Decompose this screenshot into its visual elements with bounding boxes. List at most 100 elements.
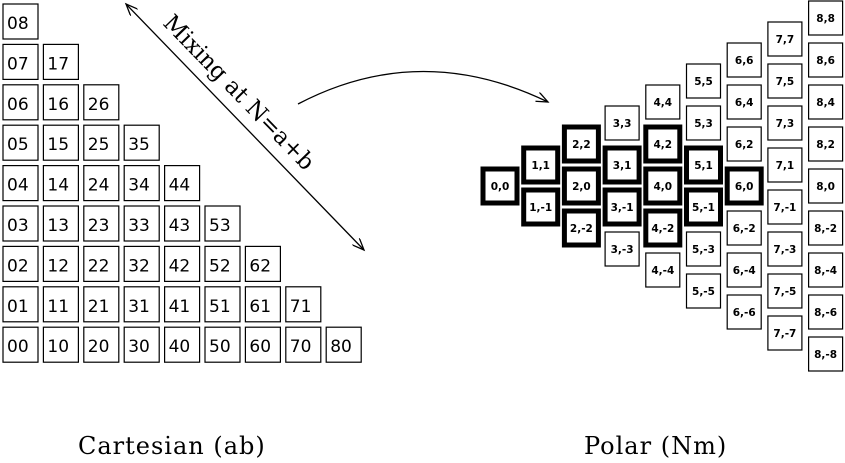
polar-cell-box: [807, 252, 844, 288]
cartesian-cell-label: 22: [88, 256, 110, 276]
polar-cell-label: 8,2: [816, 139, 835, 151]
cartesian-cell-box: [123, 286, 160, 323]
cartesian-cell-box: [2, 245, 39, 282]
cartesian-cell-box: [83, 165, 120, 202]
cartesian-cell-label: 80: [330, 337, 352, 357]
cartesian-cell-box: [164, 326, 201, 363]
cartesian-cell-box: [204, 326, 241, 363]
polar-cell-box: [685, 63, 722, 99]
polar-cell: 8,-4: [807, 252, 844, 288]
cartesian-cell-label: 17: [47, 54, 69, 74]
polar-cell-box-highlighted: [684, 145, 723, 185]
polar-cell-label: 4,2: [653, 139, 672, 151]
cartesian-cell: 05: [2, 124, 39, 161]
polar-cell-box-highlighted: [521, 145, 561, 185]
cartesian-cell-label: 51: [209, 297, 231, 317]
polar-cell: 5,-1: [684, 187, 723, 227]
polar-cell: 5,5: [685, 63, 722, 99]
polar-cell-box: [726, 126, 762, 162]
cartesian-cell: 70: [285, 326, 322, 363]
polar-cell-label: 5,1: [694, 160, 713, 172]
cartesian-cell-label: 24: [88, 176, 110, 196]
polar-cell: 7,-1: [767, 189, 803, 225]
polar-cell-box-highlighted: [602, 187, 642, 227]
polar-cell-label: 6,-2: [733, 223, 756, 235]
polar-cell: 4,2: [643, 124, 683, 164]
cartesian-cell-box: [285, 286, 322, 323]
polar-cell-label: 5,5: [694, 76, 713, 88]
polar-cell: 8,8: [807, 0, 844, 36]
polar-cell-box-highlighted: [684, 187, 723, 227]
cartesian-cell: 31: [123, 286, 160, 323]
polar-cell-label: 8,-6: [814, 307, 837, 319]
polar-cell: 7,5: [767, 63, 803, 99]
cartesian-cell: 43: [164, 205, 201, 242]
polar-cell: 6,6: [726, 42, 762, 78]
polar-cell: 6,0: [724, 166, 764, 206]
polar-cell-label: 7,-7: [773, 328, 796, 340]
cartesian-cell-box: [2, 124, 39, 161]
polar-cell: 4,0: [643, 166, 683, 206]
polar-cell-box: [767, 105, 803, 141]
cartesian-cell-label: 23: [88, 216, 110, 236]
cartesian-cell-box: [42, 84, 80, 121]
cartesian-cell-label: 01: [7, 297, 29, 317]
cartesian-cell: 42: [164, 245, 201, 282]
polar-cell-label: 6,-6: [733, 307, 756, 319]
cartesian-cell: 12: [42, 245, 80, 282]
cartesian-cell-box: [244, 326, 281, 363]
cartesian-cell: 71: [285, 286, 322, 323]
polar-cell-box: [604, 231, 640, 267]
cartesian-cell: 13: [42, 205, 80, 242]
polar-cell-box: [767, 315, 803, 351]
cartesian-cell: 44: [164, 165, 201, 202]
polar-cell: 3,-1: [602, 187, 642, 227]
cartesian-cell-box: [285, 326, 322, 363]
cartesian-cell-label: 13: [47, 216, 69, 236]
polar-cell-label: 4,4: [653, 97, 672, 109]
cartesian-cell: 07: [2, 43, 39, 81]
polar-cell: 4,-4: [645, 252, 681, 288]
polar-cell: 3,-3: [604, 231, 640, 267]
polar-cell-label: 2,2: [572, 139, 591, 151]
polar-cell: 7,-5: [767, 273, 803, 309]
polar-cell-box: [807, 294, 844, 330]
polar-cell-label: 6,-4: [733, 265, 756, 277]
polar-cell: 8,-2: [807, 210, 844, 246]
cartesian-cell-label: 33: [128, 216, 150, 236]
cartesian-cell-label: 07: [7, 54, 29, 74]
polar-cell-label: 7,-3: [773, 244, 796, 256]
cartesian-cell-label: 44: [169, 176, 191, 196]
polar-cell-box: [645, 252, 681, 288]
polar-cell: 0,0: [480, 166, 520, 206]
polar-cell-box: [767, 21, 803, 57]
cartesian-cell: 30: [123, 326, 160, 363]
polar-cell-label: 8,4: [816, 97, 835, 109]
polar-cell-box-highlighted: [521, 187, 561, 227]
cartesian-cell: 02: [2, 245, 39, 282]
cartesian-cell-label: 21: [88, 297, 110, 317]
polar-cell-label: 5,-5: [692, 286, 715, 298]
cartesian-cell: 17: [42, 43, 80, 81]
cartesian-cell-label: 70: [290, 337, 312, 357]
polar-cell-label: 2,-2: [570, 223, 593, 235]
cartesian-cell-label: 52: [209, 256, 231, 276]
cartesian-cell-box: [83, 124, 120, 161]
polar-cell: 6,4: [726, 84, 762, 120]
polar-cell-box: [726, 252, 762, 288]
cartesian-cell-label: 34: [128, 176, 150, 196]
cartesian-cell-label: 16: [47, 95, 69, 115]
polar-cell-box-highlighted: [561, 208, 601, 248]
polar-cell: 4,4: [645, 84, 681, 120]
cartesian-cell-box: [244, 286, 281, 323]
polar-cell-box: [645, 84, 681, 120]
polar-cell-box: [726, 42, 762, 78]
polar-cell-box: [726, 210, 762, 246]
polar-cell-label: 8,0: [816, 181, 835, 193]
polar-cell: 5,-3: [685, 231, 722, 267]
polar-cell: 5,-5: [685, 273, 722, 309]
polar-cell-box: [807, 42, 844, 78]
cartesian-cell-box: [325, 326, 362, 363]
cartesian-cell-label: 06: [7, 95, 29, 115]
cartesian-cell-label: 41: [169, 297, 191, 317]
